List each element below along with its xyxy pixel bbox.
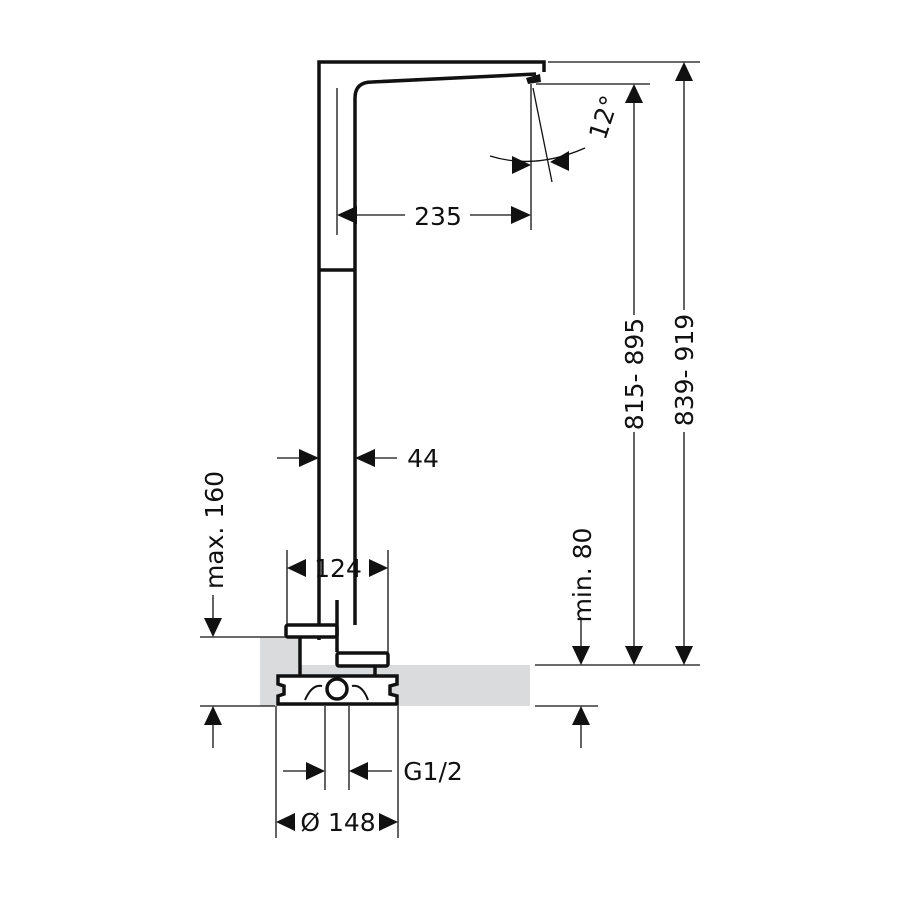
dim-min-height: min. 80 [568, 528, 597, 623]
dim-spout-reach: 235 [414, 202, 462, 231]
dimension-lines [212, 80, 685, 772]
dim-max-thickness: max. 160 [200, 471, 229, 589]
faucet-outline [317, 60, 546, 640]
dim-base-diameter: Ø 148 [300, 808, 375, 837]
dim-spout-height: 815- 895 [620, 318, 649, 430]
dim-base-width: 124 [314, 554, 362, 583]
extension-lines [200, 61, 700, 838]
dim-connection: G1/2 [403, 757, 463, 786]
dim-spout-angle: 12° [583, 92, 624, 143]
dimension-arrows [204, 62, 693, 831]
dim-body-width: 44 [407, 444, 439, 473]
dim-total-height: 839- 919 [670, 314, 699, 426]
